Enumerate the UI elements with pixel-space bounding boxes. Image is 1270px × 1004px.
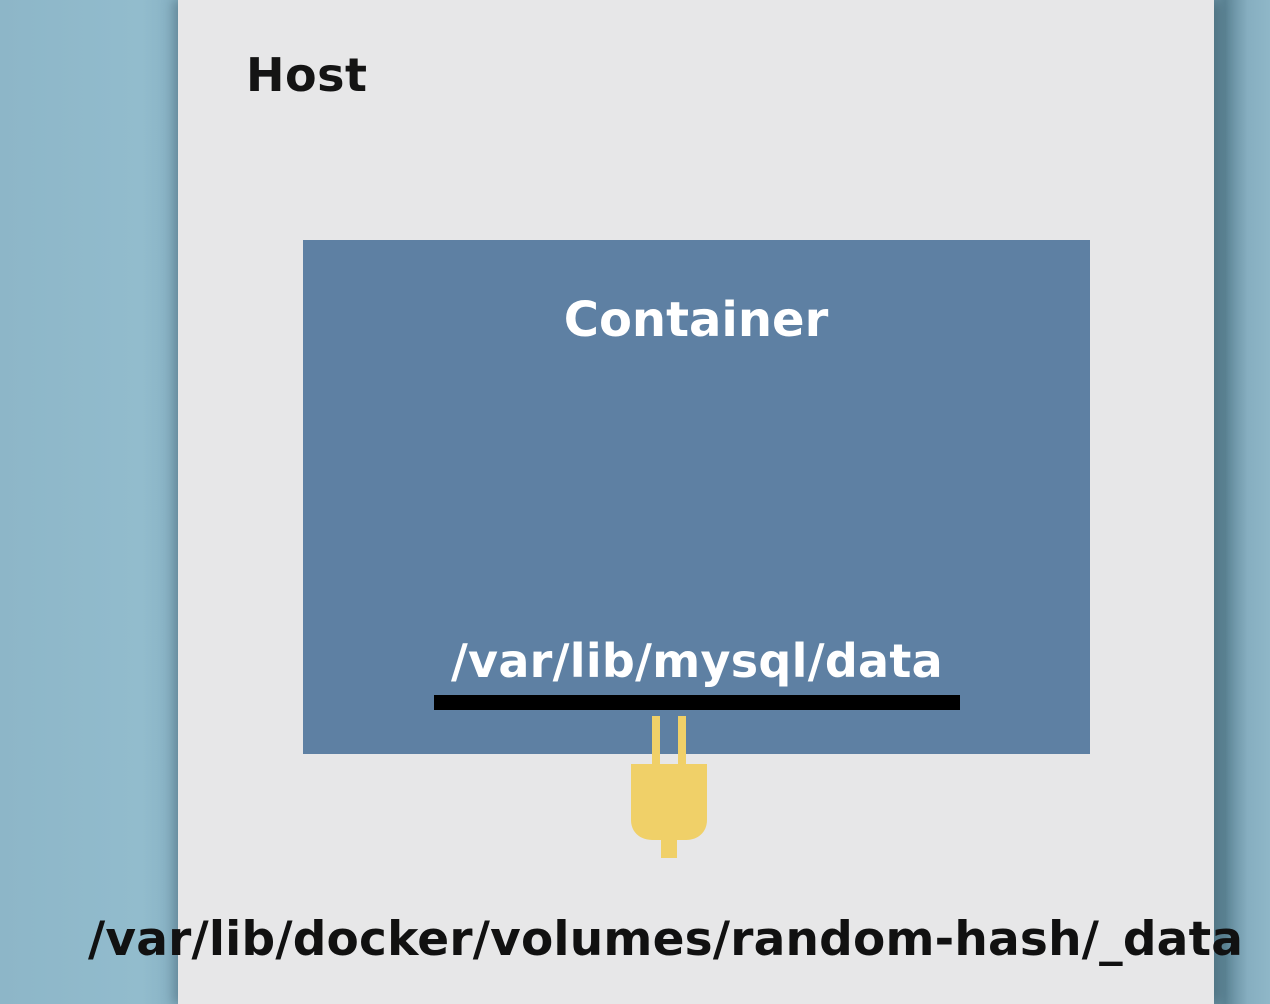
host-volume-path: /var/lib/docker/volumes/random-hash/_dat… <box>88 912 1244 967</box>
mount-point-bar <box>434 695 960 710</box>
container-path: /var/lib/mysql/data <box>450 634 944 688</box>
right-backdrop <box>1214 0 1270 1004</box>
container-box <box>303 240 1090 754</box>
container-title: Container <box>563 292 829 348</box>
host-title: Host <box>246 48 368 102</box>
plug-icon <box>631 716 707 858</box>
left-backdrop <box>0 0 178 1004</box>
